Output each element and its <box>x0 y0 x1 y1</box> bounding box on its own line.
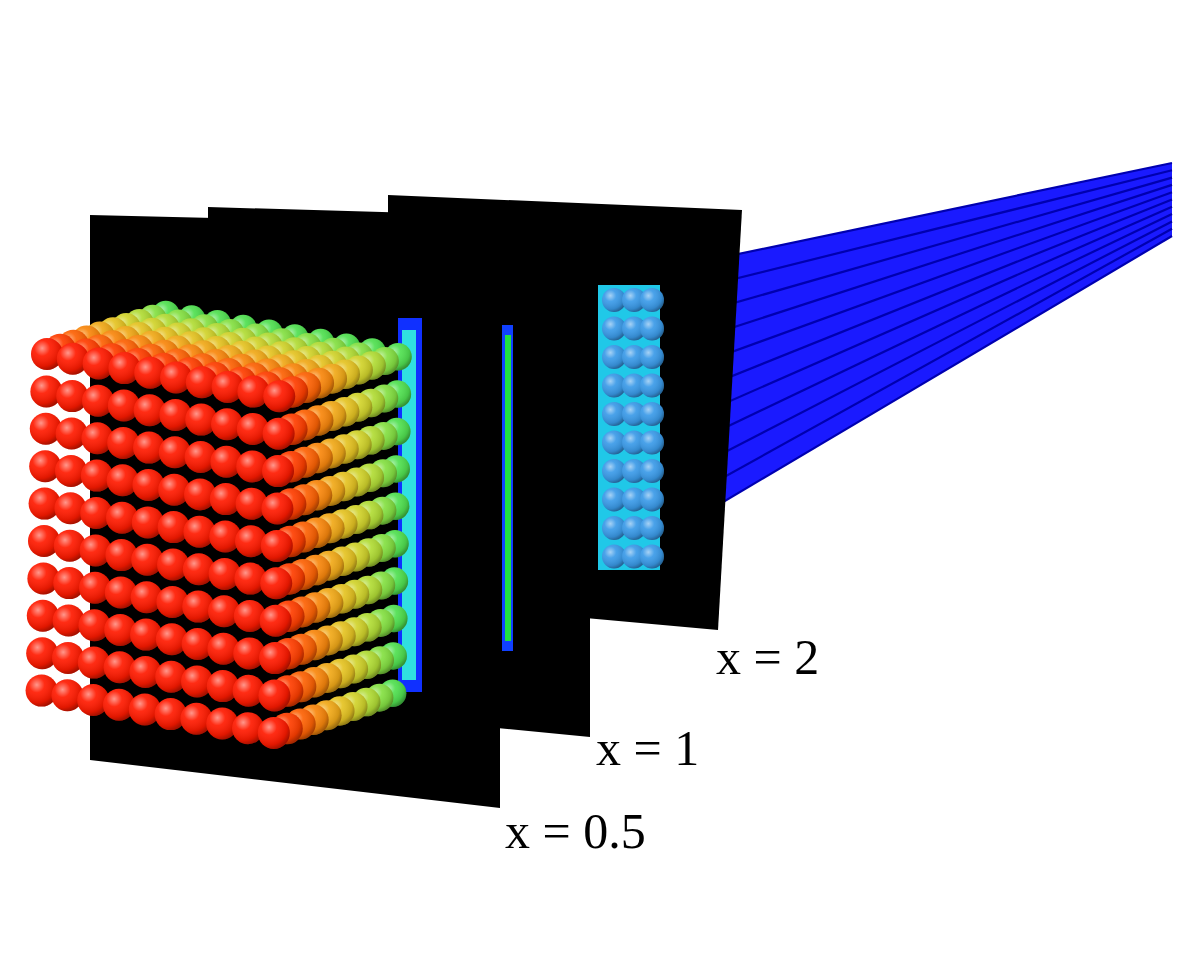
sphere <box>261 493 293 525</box>
sphere-shade <box>640 317 664 341</box>
sphere <box>640 402 664 426</box>
sphere <box>640 516 664 540</box>
sphere-shade <box>261 493 293 525</box>
sphere <box>640 545 664 569</box>
sphere <box>640 345 664 369</box>
sphere-shade <box>259 642 291 674</box>
sphere <box>640 374 664 398</box>
sphere <box>261 530 293 562</box>
cross-section <box>598 285 664 570</box>
sphere <box>640 488 664 512</box>
sphere-shade <box>640 431 664 455</box>
sphere-shade <box>640 459 664 483</box>
sphere <box>640 288 664 312</box>
sphere <box>640 402 664 426</box>
sphere <box>263 418 295 450</box>
sphere-cube <box>26 301 412 749</box>
sphere <box>640 317 664 341</box>
sphere-shade <box>640 402 664 426</box>
sphere <box>258 717 290 749</box>
sphere <box>640 317 664 341</box>
sphere-shade <box>640 488 664 512</box>
sphere-shade <box>260 567 292 599</box>
sphere <box>259 642 291 674</box>
sphere-shade <box>260 605 292 637</box>
sphere <box>640 288 664 312</box>
sphere <box>640 545 664 569</box>
cut-plane <box>90 215 500 808</box>
sphere <box>640 516 664 540</box>
sphere <box>260 605 292 637</box>
sphere <box>640 488 664 512</box>
sphere <box>259 642 291 674</box>
sphere <box>262 455 294 487</box>
sphere <box>263 380 295 412</box>
sphere <box>261 493 293 525</box>
sphere <box>260 567 292 599</box>
sphere <box>263 418 295 450</box>
sphere <box>640 431 664 455</box>
sphere <box>640 459 664 483</box>
section-edge <box>502 325 513 651</box>
sphere-shade <box>263 380 295 412</box>
sphere-shade <box>261 530 293 562</box>
cross-section <box>505 335 511 641</box>
sphere-shade <box>640 288 664 312</box>
plane-label: x = 2 <box>716 632 819 682</box>
sphere-shade <box>640 516 664 540</box>
sphere <box>261 530 293 562</box>
sphere <box>640 431 664 455</box>
sphere-shade <box>263 418 295 450</box>
sphere-shade <box>262 455 294 487</box>
sphere-shade <box>640 374 664 398</box>
sphere <box>640 345 664 369</box>
sphere <box>258 717 290 749</box>
sphere <box>640 459 664 483</box>
sphere <box>258 680 290 712</box>
sphere-shade <box>640 345 664 369</box>
sphere-shade <box>258 680 290 712</box>
sphere <box>262 455 294 487</box>
plane-label: x = 0.5 <box>505 806 646 856</box>
sphere-shade <box>258 717 290 749</box>
sphere <box>258 680 290 712</box>
sphere <box>640 374 664 398</box>
plane-label: x = 1 <box>596 723 699 773</box>
sphere <box>260 605 292 637</box>
sphere <box>263 380 295 412</box>
sphere <box>260 567 292 599</box>
sphere-shade <box>640 545 664 569</box>
